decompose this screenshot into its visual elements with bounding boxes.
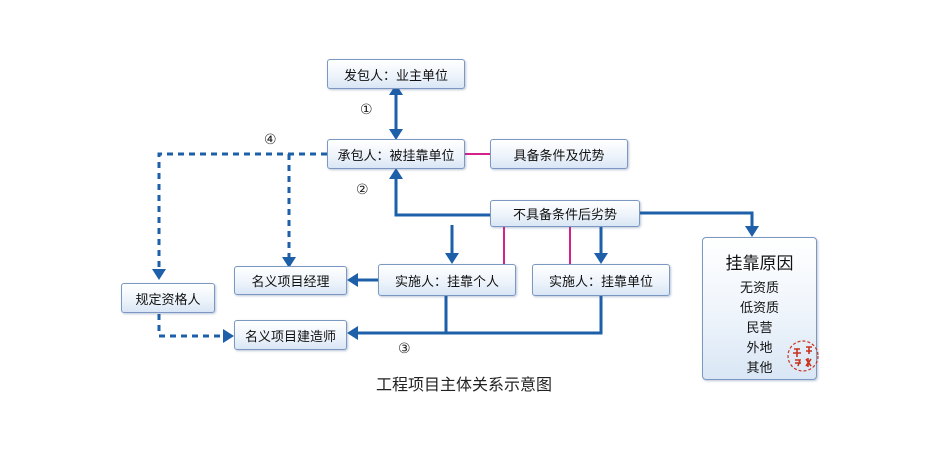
arrowhead-impl-individual bbox=[445, 253, 459, 264]
disadvantages-node: 不具备条件后劣势 bbox=[490, 200, 640, 227]
dashed-to-qualified bbox=[157, 152, 327, 270]
diagram-caption: 工程项目主体关系示意图 bbox=[375, 375, 552, 394]
qualified-person-node: 规定资格人 bbox=[121, 283, 215, 313]
from-unit-down bbox=[356, 290, 603, 335]
advantages-node: 具备条件及优势 bbox=[490, 139, 628, 169]
impl-individual-node: 实施人：挂靠个人 bbox=[378, 264, 516, 296]
reason-item: 民营 bbox=[746, 321, 773, 336]
disadvantages-to-contractor-line bbox=[394, 175, 490, 217]
arrowhead-down bbox=[389, 129, 403, 140]
arrowhead-nominal-constructor bbox=[347, 326, 358, 340]
reasons-box: 挂靠原因 无资质 低资质 民营 外地 其他 bbox=[702, 237, 817, 380]
arrowhead-down-reasons bbox=[745, 226, 759, 237]
arrowhead-dashed-constructor bbox=[223, 329, 234, 343]
arrowhead-nominal-manager bbox=[347, 273, 358, 287]
contractor-node: 承包人：被挂靠单位 bbox=[327, 139, 465, 169]
disadvantages-to-reasons-line bbox=[640, 211, 754, 228]
arrowhead-qualified bbox=[152, 269, 166, 280]
stamp-seal-icon bbox=[787, 340, 819, 372]
arrowhead-up bbox=[389, 84, 403, 95]
reason-item: 低资质 bbox=[739, 301, 779, 316]
reason-item: 外地 bbox=[746, 341, 773, 356]
marker-3: ③ bbox=[398, 341, 411, 357]
arrowhead-up-contractor bbox=[389, 168, 403, 179]
arrowhead-impl-unit bbox=[594, 253, 608, 264]
impl-unit-node: 实施人：挂靠单位 bbox=[532, 264, 670, 296]
reasons-list: 无资质 低资质 民营 外地 其他 bbox=[703, 279, 816, 379]
marker-1: ① bbox=[360, 102, 373, 118]
dashed-to-nominal-constructor bbox=[157, 314, 224, 338]
marker-2: ② bbox=[356, 182, 369, 198]
nominal-constructor-node: 名义项目建造师 bbox=[234, 320, 347, 350]
nominal-manager-node: 名义项目经理 bbox=[234, 266, 347, 295]
owner-node: 发包人：业主单位 bbox=[327, 59, 465, 89]
reasons-title: 挂靠原因 bbox=[725, 254, 794, 274]
marker-4: ④ bbox=[264, 132, 277, 148]
reason-item: 其他 bbox=[746, 361, 773, 376]
arrowhead-dashed-manager bbox=[282, 257, 296, 268]
reason-item: 无资质 bbox=[739, 281, 779, 296]
